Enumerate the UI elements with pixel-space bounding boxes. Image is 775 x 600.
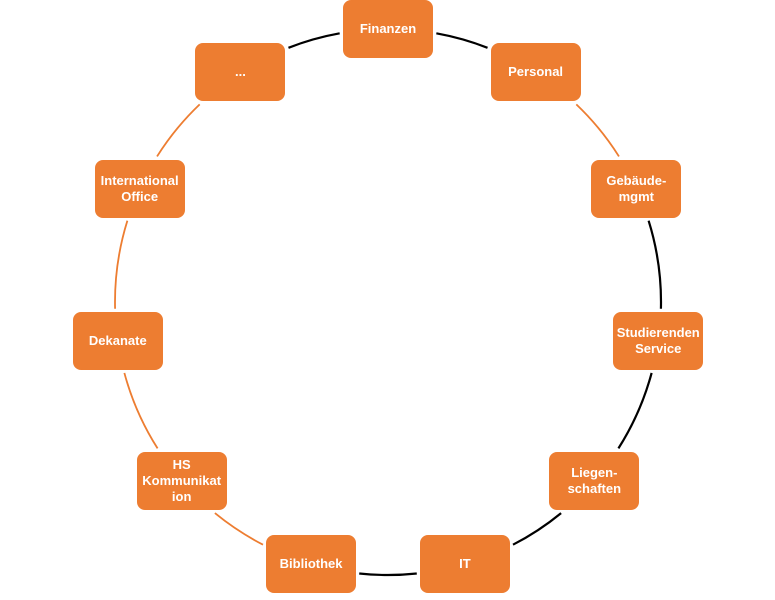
node-hs-kommunikation[interactable]: HS Kommunikat ion bbox=[136, 451, 227, 510]
node-finanzen[interactable]: Finanzen bbox=[343, 0, 433, 58]
arc-finanzen-to-personal bbox=[436, 32, 488, 49]
node-bibliothek[interactable]: Bibliothek bbox=[266, 534, 357, 593]
node-personal[interactable]: Personal bbox=[490, 43, 581, 102]
node-gebaeude[interactable]: Gebäude- mgmt bbox=[591, 159, 682, 218]
arc-dekanate-to-international-office bbox=[114, 220, 129, 309]
arc-bibliothek-to-hs-kommunikation bbox=[214, 512, 264, 546]
arc-it-to-bibliothek bbox=[359, 572, 417, 577]
arc-ellipsis-to-finanzen bbox=[288, 32, 340, 49]
arc-studierenden-to-liegenschaften bbox=[617, 372, 653, 449]
arc-international-office-to-ellipsis bbox=[156, 103, 201, 157]
arc-hs-kommunikation-to-dekanate bbox=[123, 372, 159, 449]
node-ellipsis[interactable]: ... bbox=[195, 43, 286, 102]
arc-personal-to-gebaeude bbox=[575, 103, 620, 157]
arc-liegenschaften-to-it bbox=[512, 512, 562, 546]
node-it[interactable]: IT bbox=[419, 534, 510, 593]
node-studierenden[interactable]: Studierenden Service bbox=[613, 311, 704, 370]
node-dekanate[interactable]: Dekanate bbox=[72, 311, 163, 370]
node-liegenschaften[interactable]: Liegen- schaften bbox=[549, 451, 640, 510]
arc-gebaeude-to-studierenden bbox=[647, 220, 663, 309]
node-international-office[interactable]: International Office bbox=[94, 159, 185, 218]
